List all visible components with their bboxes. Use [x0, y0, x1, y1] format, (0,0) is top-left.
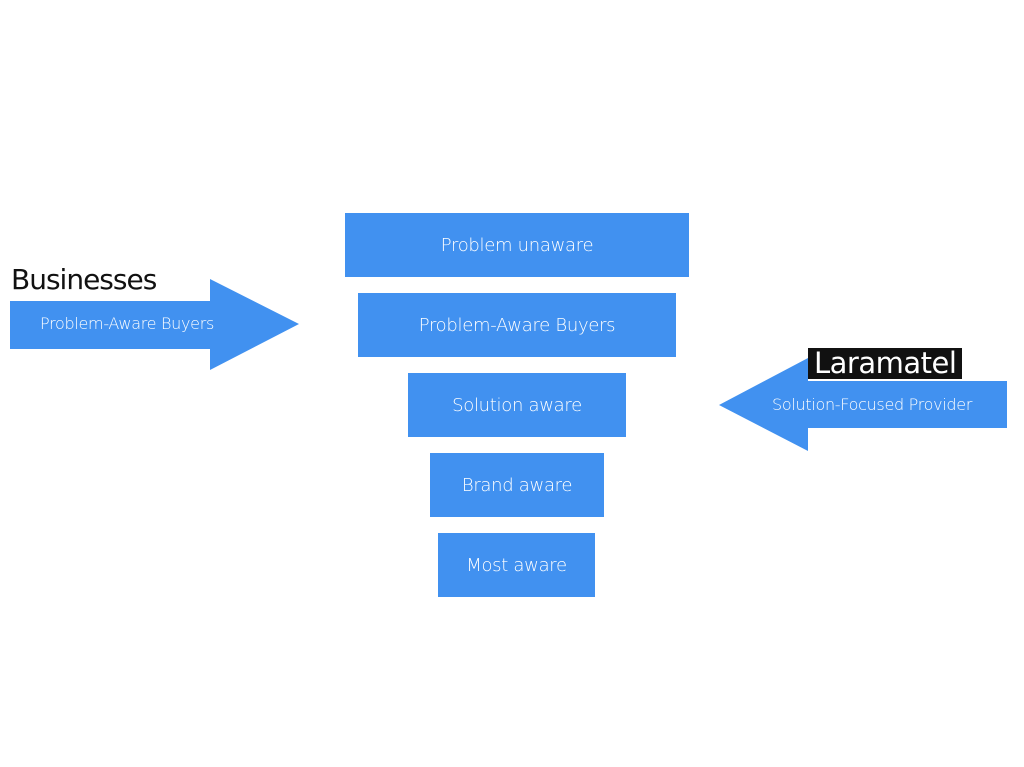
tier-label: Problem-Aware Buyers: [418, 314, 616, 336]
funnel-tier-problem-unaware: Problem unaware: [345, 213, 689, 277]
left-arrow-label: Problem-Aware Buyers: [40, 314, 215, 333]
funnel-tier-solution-aware: Solution aware: [408, 373, 626, 437]
right-arrow-label: Solution-Focused Provider: [772, 395, 973, 414]
funnel-tier-problem-aware: Problem-Aware Buyers: [358, 293, 676, 357]
laramatel-logo: Laramatel: [808, 348, 963, 379]
tier-label: Most aware: [466, 554, 567, 576]
right-arrow-shape: [719, 358, 1007, 451]
businesses-heading: Businesses: [11, 263, 157, 296]
funnel-tier-brand-aware: Brand aware: [430, 453, 604, 517]
tier-label: Solution aware: [452, 394, 582, 416]
funnel-tier-most-aware: Most aware: [438, 533, 595, 597]
tier-label: Problem unaware: [440, 234, 594, 256]
tier-label: Brand aware: [461, 474, 573, 496]
left-arrow-shape: [10, 279, 299, 370]
